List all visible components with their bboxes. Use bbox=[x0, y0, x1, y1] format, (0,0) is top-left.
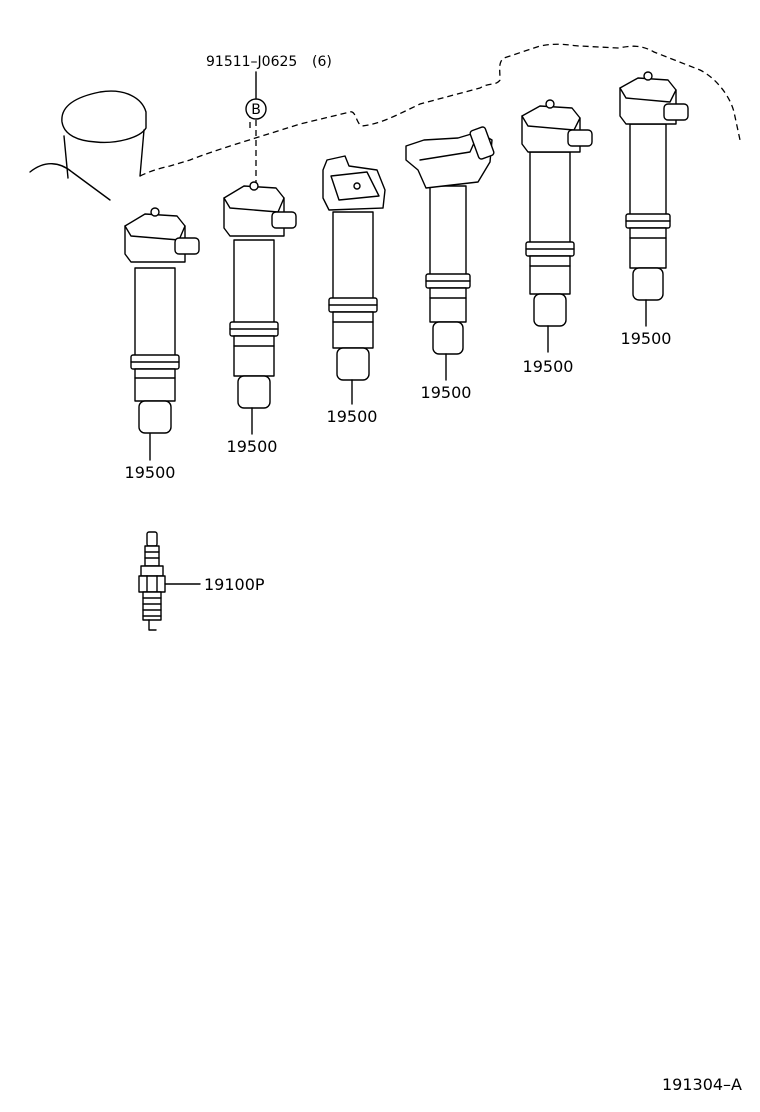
diagram-code: 191304–A bbox=[662, 1075, 742, 1094]
ignition-coil-6[interactable] bbox=[619, 71, 689, 301]
ignition-coil-1[interactable] bbox=[124, 207, 200, 434]
ignition-coil-3[interactable] bbox=[322, 155, 386, 381]
ref-marker-letter: B bbox=[251, 102, 261, 118]
ignition-coil-4[interactable] bbox=[405, 126, 495, 355]
ref-marker-circle bbox=[245, 98, 267, 120]
ignition-coil-2[interactable] bbox=[223, 181, 297, 409]
coil-2-label: 19500 bbox=[227, 437, 278, 456]
spark-plug[interactable] bbox=[138, 531, 166, 631]
bolt-callout: 91511–J0625 (6) B bbox=[206, 54, 332, 188]
coil-1-label: 19500 bbox=[125, 463, 176, 482]
coil-4-label: 19500 bbox=[421, 383, 472, 402]
spark-plug-label: 19100P bbox=[204, 575, 265, 594]
coil-6-label: 19500 bbox=[621, 329, 672, 348]
coil-5-label: 19500 bbox=[523, 357, 574, 376]
ignition-coil-5[interactable] bbox=[521, 99, 593, 327]
bolt-quantity: (6) bbox=[312, 54, 332, 70]
bolt-part-number: 91511–J0625 bbox=[206, 54, 297, 70]
coil-3-label: 19500 bbox=[327, 407, 378, 426]
